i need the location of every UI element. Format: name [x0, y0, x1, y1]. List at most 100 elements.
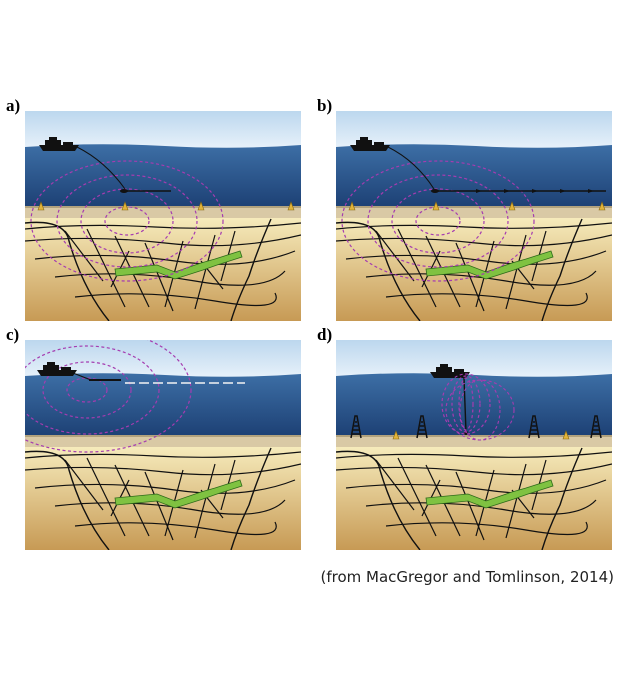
streamer-receiver-icon	[476, 189, 482, 193]
basin-fault-right	[541, 218, 583, 321]
stratum-line-2	[34, 479, 296, 494]
fault-line-1	[86, 228, 126, 308]
stratum-line-4	[74, 521, 277, 536]
seafloor-receiver-icon	[598, 201, 606, 211]
seafloor-receiver-icon	[121, 201, 129, 211]
fault-line-5	[194, 234, 216, 310]
fault-line-0	[375, 230, 415, 282]
drilling-rig-icon	[350, 415, 362, 439]
panel-label-a: a)	[6, 96, 21, 115]
seabed	[25, 435, 301, 447]
tow-cable	[387, 146, 435, 190]
stratum-line-2	[345, 250, 607, 265]
basin-fault-right	[230, 218, 272, 321]
streamer-receiver-icon	[532, 189, 538, 193]
basin-fault-left	[25, 221, 110, 321]
seafloor-receiver-icon	[287, 201, 295, 211]
reservoir-layer	[114, 479, 243, 509]
survey-vessel-icon	[39, 137, 79, 151]
stratum-line-0	[336, 222, 612, 230]
seafloor-receiver-icon	[37, 201, 45, 211]
panel-label-d: d)	[317, 325, 333, 344]
tow-cable	[72, 372, 92, 381]
basin-fault-left	[336, 450, 421, 550]
em-field-line-left-0	[458, 377, 474, 431]
tow-cable	[76, 146, 126, 190]
fault-line-0	[64, 230, 104, 282]
vertical-source-cable	[463, 377, 467, 433]
stratum-line-3	[365, 270, 597, 286]
fault-line-5	[194, 463, 216, 539]
panel-a-diagram	[25, 111, 301, 321]
sea-water	[336, 373, 612, 438]
drilling-rig-icon	[590, 415, 602, 439]
fault-line-1	[397, 228, 437, 308]
fault-line-3	[455, 242, 485, 312]
fault-line-1	[397, 457, 437, 537]
sky	[336, 340, 612, 380]
em-field-line-0	[66, 377, 108, 403]
fault-line-3	[144, 471, 174, 541]
seafloor-receiver-icon	[197, 201, 205, 211]
stratum-line-2	[34, 250, 296, 265]
seafloor-receiver-icon	[508, 201, 516, 211]
panel-c	[25, 340, 301, 550]
basin-fault-left	[336, 221, 421, 321]
figure-caption: (from MacGregor and Tomlinson, 2014)	[320, 568, 614, 586]
em-field-line-1	[80, 188, 174, 254]
em-field-line-1	[391, 188, 485, 254]
fault-line-5	[505, 234, 527, 310]
drilling-rig-icon	[528, 415, 540, 439]
source-head	[120, 189, 128, 193]
seabed	[336, 435, 612, 447]
em-field-line-3	[341, 160, 535, 282]
em-field-line-1	[42, 361, 132, 419]
sea-water	[25, 144, 301, 209]
streamer-receiver-icon	[504, 189, 510, 193]
streamer-receiver-icon	[560, 189, 566, 193]
stratum-line-2	[345, 479, 607, 494]
survey-vessel-icon	[350, 137, 390, 151]
stratum-line-0	[25, 222, 301, 230]
em-field-line-2	[56, 174, 198, 268]
seabed	[25, 206, 301, 218]
fault-line-0	[375, 459, 415, 511]
fault-line-0	[64, 459, 104, 511]
reservoir-layer	[425, 250, 554, 280]
em-field-line-2	[367, 174, 509, 268]
reservoir-layer	[114, 250, 243, 280]
streamer-receiver-icon	[588, 189, 594, 193]
seafloor-receiver-icon	[432, 201, 440, 211]
panel-d-diagram	[336, 340, 612, 550]
fault-line-3	[144, 242, 174, 312]
stratum-line-0	[25, 451, 301, 459]
panel-b-diagram	[336, 111, 612, 321]
panel-c-diagram	[25, 340, 301, 550]
basin-fault-right	[230, 447, 272, 550]
seabed	[336, 206, 612, 218]
survey-vessel-icon	[430, 364, 470, 378]
basin-fault-left	[25, 450, 110, 550]
stratum-line-4	[385, 292, 588, 307]
survey-vessel-icon	[37, 362, 77, 376]
panel-d	[336, 340, 612, 550]
seafloor-receiver-icon	[348, 201, 356, 211]
seafloor-receiver-icon	[392, 430, 400, 440]
fault-line-1	[86, 457, 126, 537]
seafloor-receiver-icon	[562, 430, 570, 440]
sea-water	[336, 144, 612, 209]
em-field-line-2	[25, 345, 160, 435]
em-field-line-3	[30, 160, 224, 282]
fault-line-5	[505, 463, 527, 539]
em-field-line-right-1	[445, 379, 515, 441]
fault-line-3	[455, 471, 485, 541]
em-field-line-3	[25, 340, 192, 453]
basin-fault-right	[541, 447, 583, 550]
panel-a	[25, 111, 301, 321]
panel-label-b: b)	[317, 96, 333, 115]
drilling-rig-icon	[416, 415, 428, 439]
reservoir-layer	[425, 479, 554, 509]
stratum-line-0	[336, 451, 612, 459]
stratum-line-3	[365, 499, 597, 515]
sea-water	[25, 373, 301, 438]
